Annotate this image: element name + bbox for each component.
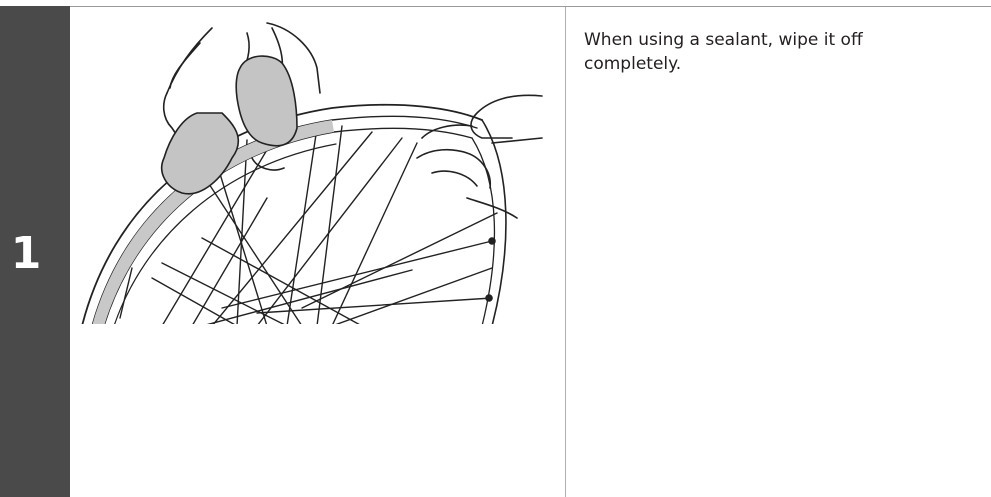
- wheel-wipe-illustration: [72, 8, 562, 328]
- column-divider: [565, 7, 566, 497]
- left-hand-with-cloth: [162, 23, 320, 194]
- rim: [82, 105, 506, 326]
- step-number: 1: [0, 232, 52, 276]
- step-number-bar: 1: [0, 6, 70, 497]
- top-rule: [70, 6, 991, 7]
- right-hand: [417, 95, 542, 218]
- step-instruction: When using a sealant, wipe it off comple…: [584, 28, 964, 76]
